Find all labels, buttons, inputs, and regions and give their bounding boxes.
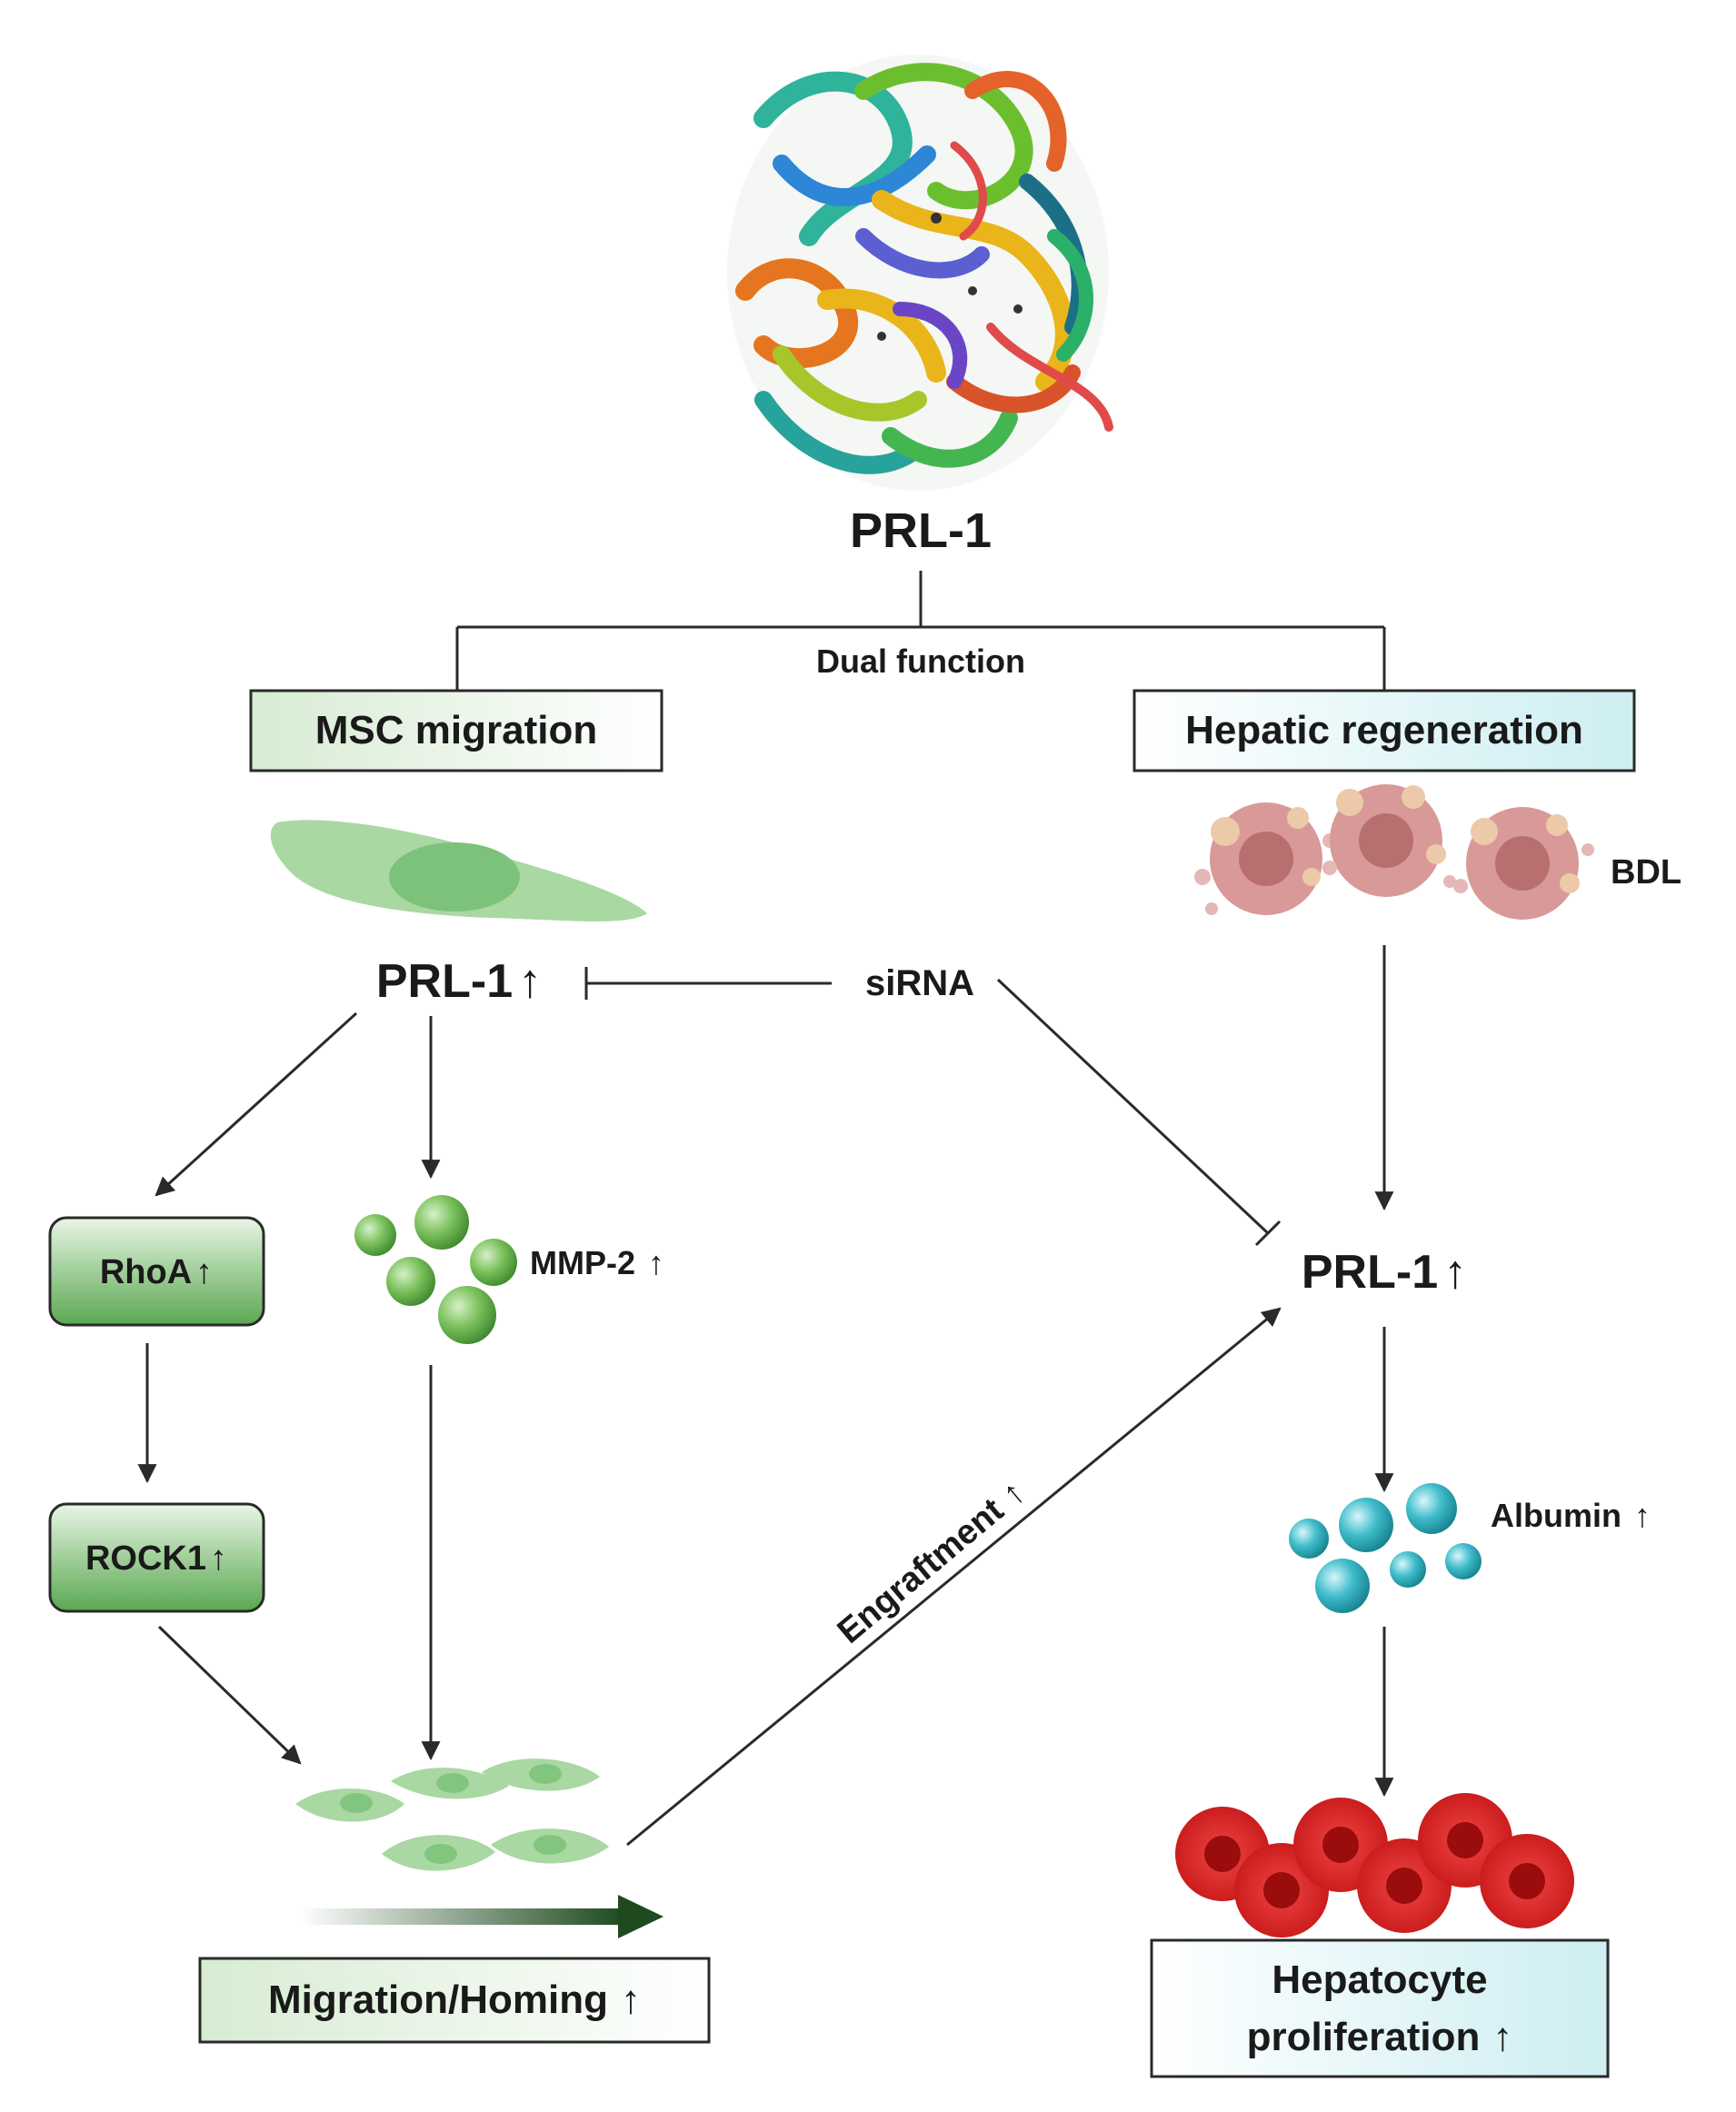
msc-migration-title: MSC migration	[315, 708, 597, 752]
bdl-label: BDL	[1611, 853, 1681, 892]
msc-migration-box: MSC migration	[249, 689, 663, 772]
migrating-cells-icon	[295, 1758, 609, 1871]
svg-text:ROCK1↑: ROCK1↑	[85, 1539, 227, 1578]
mmp2-particles-icon	[354, 1195, 517, 1344]
arrow-engraftment	[626, 1307, 1282, 1847]
svg-text:RhoA↑: RhoA↑	[100, 1253, 213, 1291]
bdl-liver-damage-icon	[1194, 784, 1594, 920]
sirna-inhibition	[584, 967, 832, 1000]
sirna-label: siRNA	[865, 963, 974, 1003]
migration-homing-label: Migration/Homing	[268, 1978, 608, 2022]
hepatic-regeneration-box: Hepatic regeneration	[1132, 689, 1636, 772]
msc-cell-icon	[270, 820, 647, 922]
albumin-label: Albumin↑	[1491, 1497, 1651, 1534]
hepatic-regeneration-title: Hepatic regeneration	[1185, 708, 1583, 752]
migration-homing-box: Migration/Homing↑	[198, 1957, 711, 2044]
hepatocyte-proliferation-box: Hepatocyte proliferation↑	[1150, 1938, 1610, 2078]
mmp2-label: MMP-2↑	[530, 1244, 664, 1281]
branch-bracket	[455, 571, 1386, 691]
protein-structure-icon	[727, 55, 1113, 491]
svg-text:Migration/Homing↑: Migration/Homing↑	[268, 1978, 641, 2022]
rhoa-label: RhoA	[100, 1253, 192, 1291]
rock1-box: ROCK1↑	[48, 1502, 265, 1613]
arrow-prl1-rhoa	[155, 1011, 358, 1197]
hepatic-prl1-label: PRL-1↑	[1302, 1246, 1467, 1299]
sirna-to-prl1-inhibition	[996, 978, 1282, 1247]
migration-direction-arrow	[300, 1895, 663, 1938]
rock1-label: ROCK1	[85, 1539, 206, 1578]
protein-label: PRL-1	[850, 503, 992, 558]
engraftment-label: Engraftment↑	[831, 1473, 1033, 1651]
dual-function-label: Dual function	[816, 643, 1025, 680]
albumin-particles-icon	[1289, 1483, 1482, 1613]
hepatocyte-label-line2: proliferation	[1247, 2015, 1481, 2059]
msc-prl1-label: PRL-1↑	[376, 955, 542, 1008]
rhoa-box: RhoA↑	[48, 1216, 265, 1327]
hepatocyte-label-line1: Hepatocyte	[1272, 1958, 1487, 2002]
svg-text:proliferation↑: proliferation↑	[1247, 2015, 1513, 2059]
hepatocytes-icon	[1175, 1793, 1574, 1938]
arrow-rock1-migration	[157, 1625, 302, 1765]
